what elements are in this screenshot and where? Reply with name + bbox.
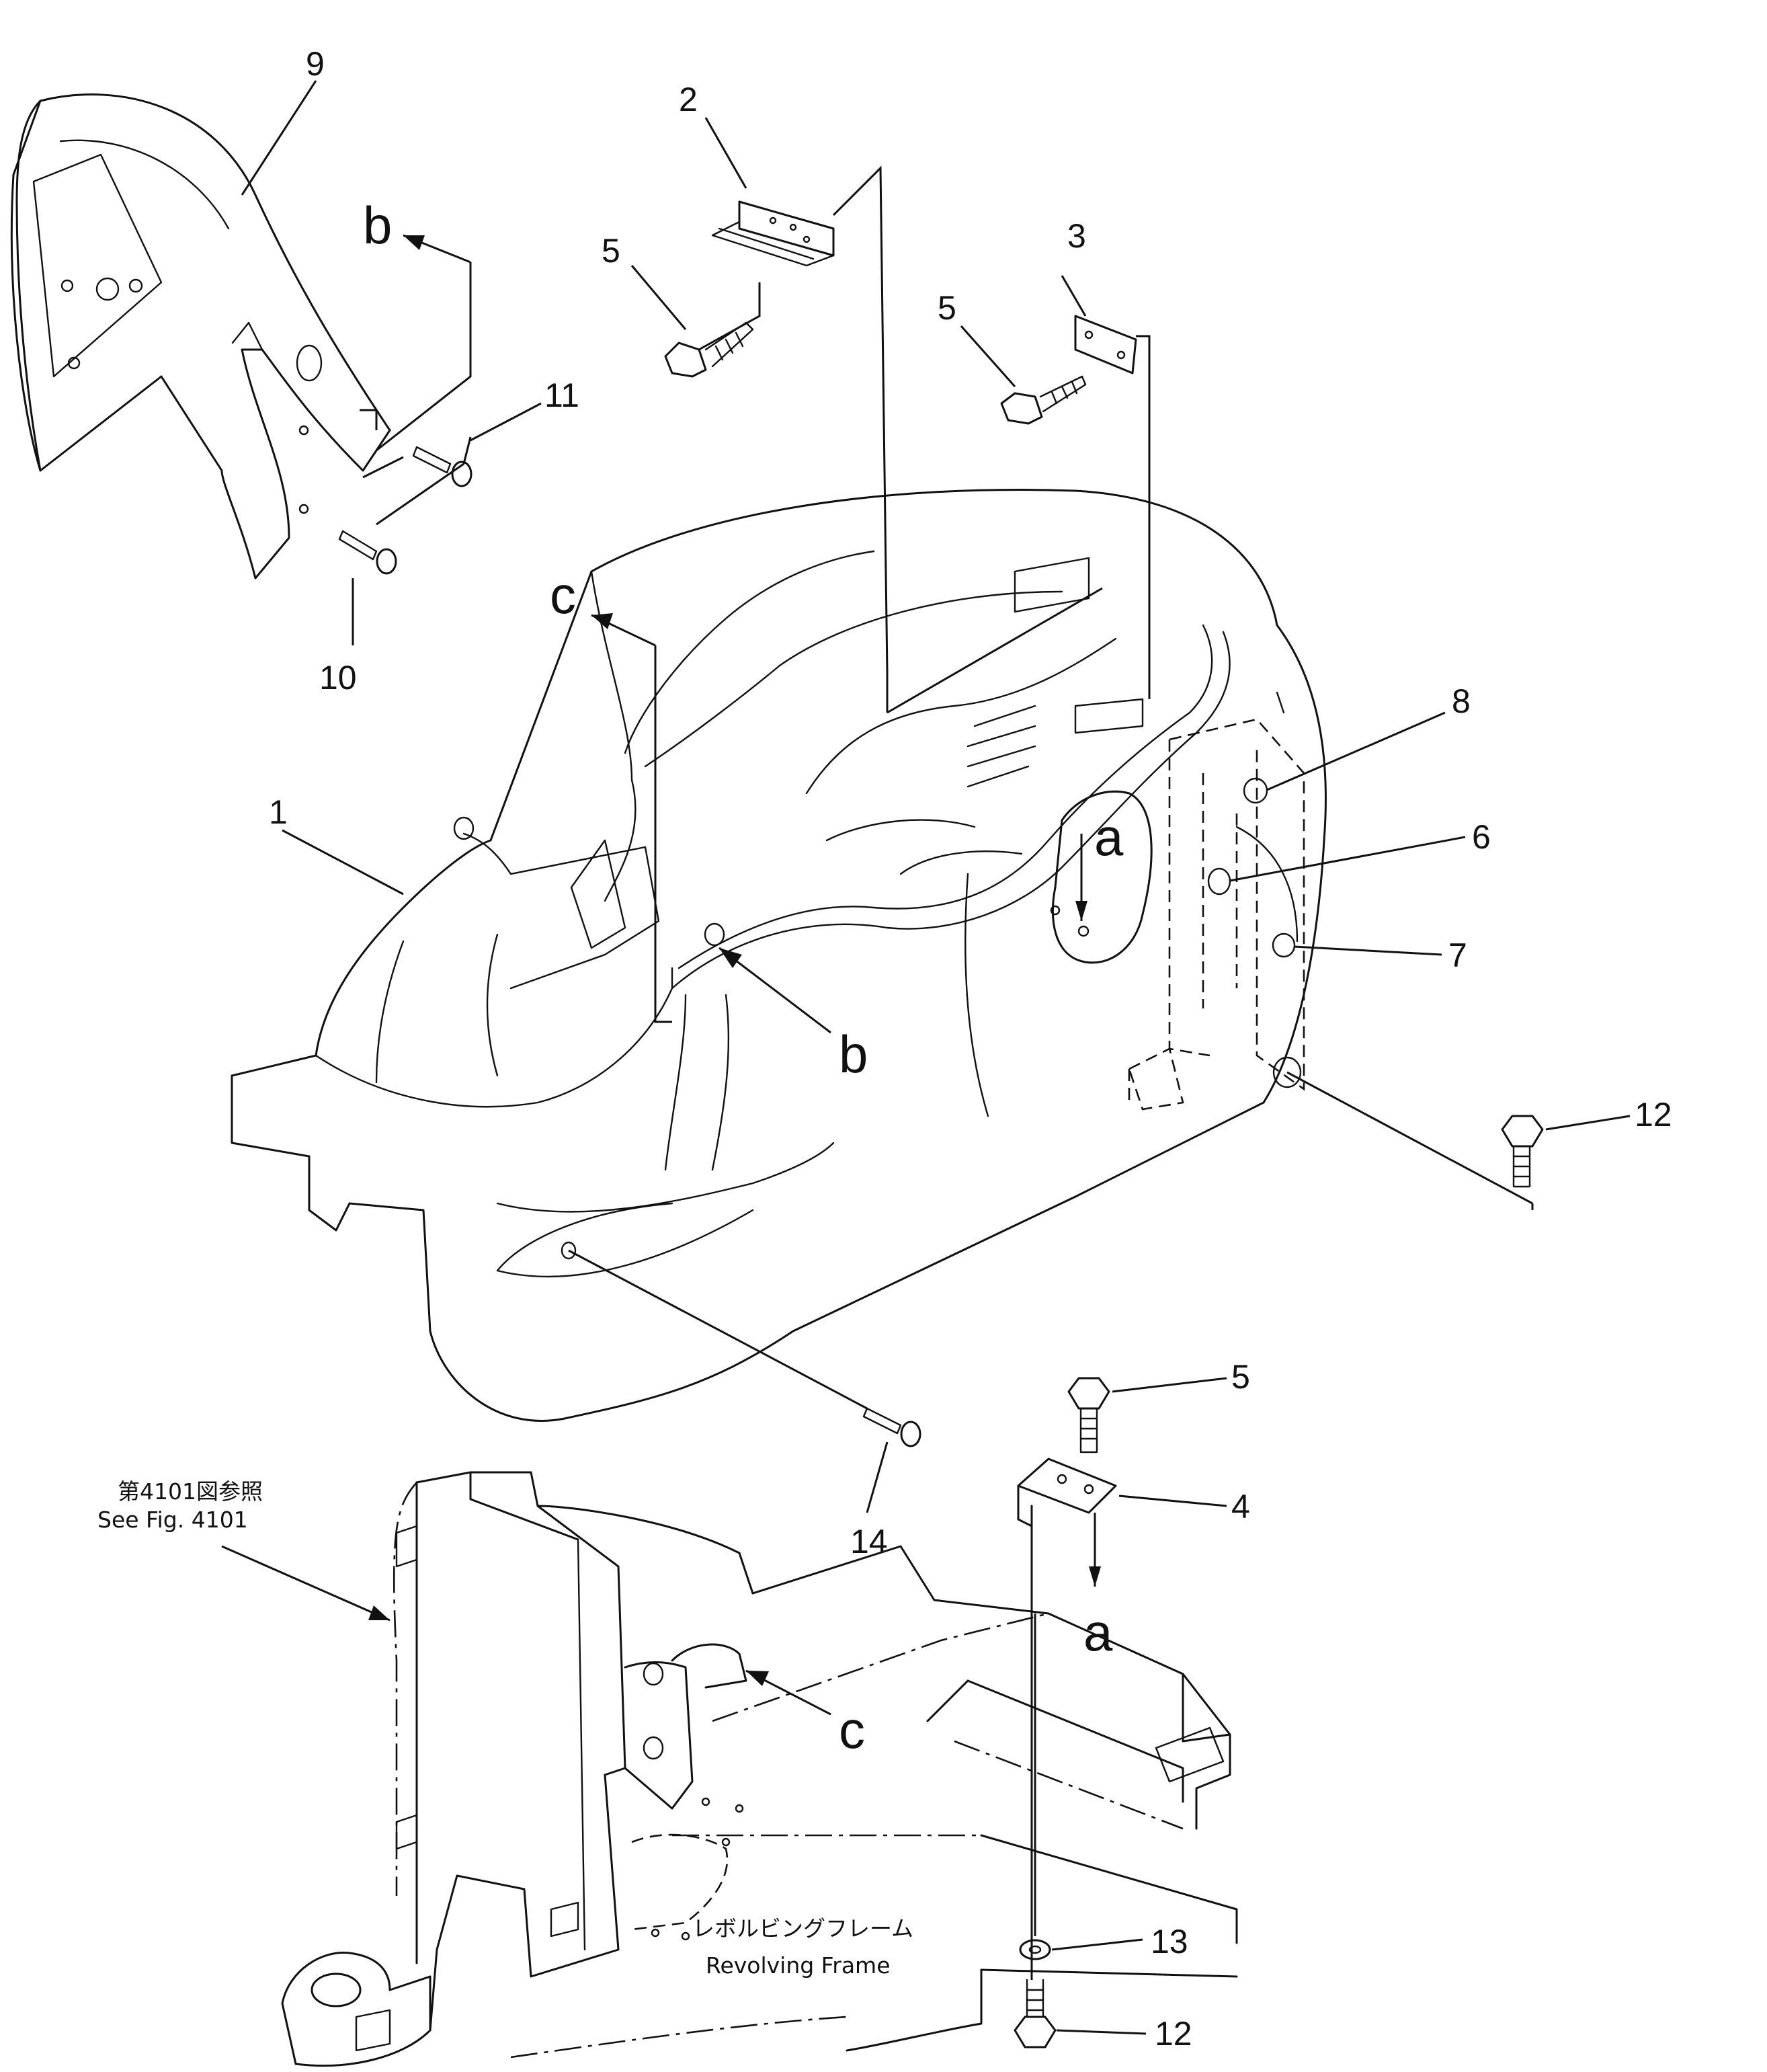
view-letters: b c b a a c xyxy=(363,196,1124,1759)
callout-5-bottom: 5 xyxy=(1231,1358,1250,1396)
callout-1: 1 xyxy=(269,793,288,831)
rear-cover-part-9 xyxy=(10,93,391,580)
screw-part-14 xyxy=(862,1407,921,1447)
see-fig-note-jp: 第4101図参照 xyxy=(118,1478,263,1505)
callout-leaders xyxy=(241,80,1631,2035)
view-letter-a-top: a xyxy=(1094,807,1124,867)
callout-labels: 9 2 3 5 5 11 10 1 8 6 7 12 5 4 14 13 12 xyxy=(269,45,1672,2053)
bolt-part-12-bottom xyxy=(1014,1979,1057,2048)
bolt-part-5-top xyxy=(664,321,754,378)
view-letter-c-bottom: c xyxy=(839,1700,865,1759)
view-letter-b-top: b xyxy=(363,196,392,255)
callout-9: 9 xyxy=(306,45,325,83)
bolt-part-12-top xyxy=(1501,1115,1544,1188)
bolt-part-11 xyxy=(412,446,472,487)
notes: 第4101図参照 See Fig. 4101 レボルビングフレーム Revolv… xyxy=(97,1478,913,1979)
callout-5-top: 5 xyxy=(602,232,620,270)
callout-7: 7 xyxy=(1448,937,1467,974)
callout-3: 3 xyxy=(1067,217,1086,255)
grommet-part-8 xyxy=(1243,777,1268,804)
view-letter-b-bottom: b xyxy=(839,1025,868,1084)
plate-part-3 xyxy=(1074,315,1137,374)
view-letter-c-top: c xyxy=(550,565,576,625)
grommet-part-7 xyxy=(1272,932,1296,958)
mount-hole-12 xyxy=(1272,1056,1302,1088)
callout-12-bottom: 12 xyxy=(1155,2015,1192,2053)
grommet-part-6 xyxy=(1207,867,1231,895)
frame-label-en: Revolving Frame xyxy=(706,1952,891,1979)
revolving-frame xyxy=(281,1471,1238,2067)
bolt-part-10 xyxy=(338,530,397,575)
bracket-part-2 xyxy=(711,200,835,267)
see-fig-note-en: See Fig. 4101 xyxy=(97,1507,248,1533)
washer-part-13 xyxy=(1019,1939,1051,1960)
callout-4: 4 xyxy=(1231,1488,1250,1525)
bracket-part-4 xyxy=(1017,1458,1117,1527)
callout-6: 6 xyxy=(1472,818,1491,856)
view-letter-a-bottom: a xyxy=(1083,1603,1113,1662)
hidden-bracket-frame xyxy=(1128,718,1305,1111)
bolt-part-5-bottom xyxy=(1067,1377,1110,1453)
callout-13: 13 xyxy=(1151,1923,1188,1960)
callout-8: 8 xyxy=(1452,682,1471,720)
callout-12-top: 12 xyxy=(1635,1096,1672,1133)
callout-10: 10 xyxy=(319,659,357,696)
view-arrows xyxy=(221,234,1101,1716)
bolt-part-5-right xyxy=(1000,375,1087,425)
callout-14: 14 xyxy=(850,1523,888,1560)
callout-2: 2 xyxy=(679,81,698,118)
assembly-lines xyxy=(360,165,1534,1980)
callout-5-right: 5 xyxy=(938,289,956,327)
main-cover-part-1 xyxy=(231,489,1327,1422)
callout-11: 11 xyxy=(544,376,579,414)
frame-label-jp: レボルビングフレーム xyxy=(692,1915,913,1942)
